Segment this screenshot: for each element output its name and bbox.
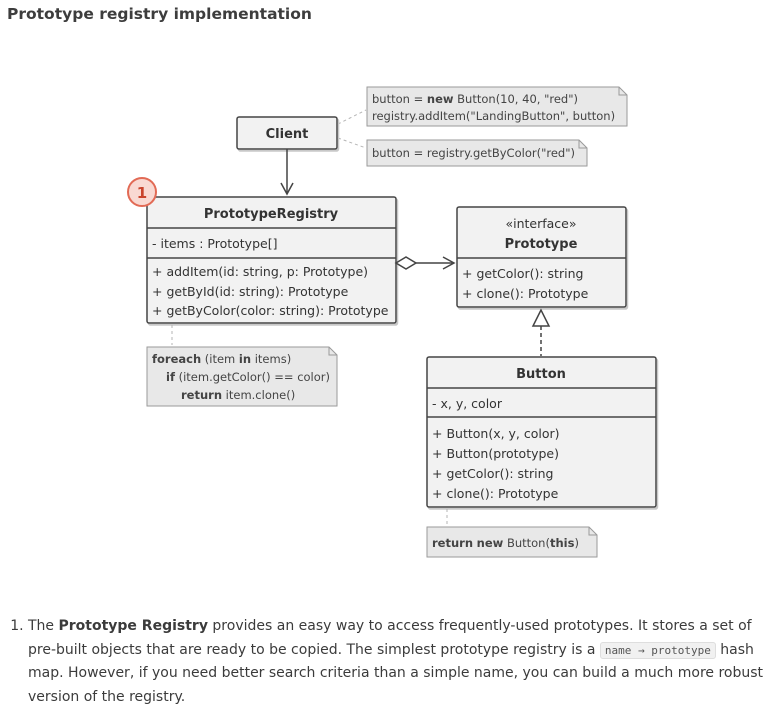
step-badge-number: 1 <box>137 184 147 202</box>
svg-text:return new Button(this): return new Button(this) <box>432 536 579 550</box>
explanation-term: Prototype Registry <box>58 618 208 634</box>
explanation-text: provides an easy way to access frequentl… <box>28 618 752 658</box>
registry-field: - items : Prototype[] <box>152 236 277 251</box>
button-method: + getColor(): string <box>432 466 553 481</box>
prototype-method: + getColor(): string <box>462 266 583 281</box>
svg-text:foreach (item in items): foreach (item in items) <box>152 352 291 366</box>
page-title: Prototype registry implementation <box>7 5 312 23</box>
uml-diagram: Client button = new Button(10, 40, "red"… <box>127 86 657 558</box>
registry-note-line2-post: (item.getColor() == color) <box>175 370 330 384</box>
registry-note-kw-return: return <box>181 388 222 402</box>
aggregation-arrow <box>394 256 456 270</box>
svg-text:if (item.getColor() == color): if (item.getColor() == color) <box>166 370 330 384</box>
client-label: Client <box>266 127 309 142</box>
registry-method: + getById(id: string): Prototype <box>152 284 349 299</box>
registry-note-kw-if: if <box>166 370 176 384</box>
prototype-interface[interactable]: «interface» Prototype + getColor(): stri… <box>456 206 627 308</box>
client-registry-arrow <box>280 149 294 196</box>
client-note-connectors <box>337 109 367 149</box>
svg-text:button = new Button(10, 40, "r: button = new Button(10, 40, "red") <box>372 92 578 106</box>
realization-arrow <box>531 308 551 356</box>
button-note: return new Button(this) <box>426 526 598 558</box>
button-method: + clone(): Prototype <box>432 486 559 501</box>
prototype-stereotype: «interface» <box>505 216 576 231</box>
client-class[interactable]: Client <box>236 116 338 150</box>
prototype-method: + clone(): Prototype <box>462 286 589 301</box>
button-note-mid: Button( <box>503 536 550 550</box>
button-note-kw-return: return <box>432 536 473 550</box>
registry-note-kw-in: in <box>239 352 251 366</box>
explanation: The Prototype Registry provides an easy … <box>9 615 781 709</box>
explanation-item: The Prototype Registry provides an easy … <box>28 615 781 709</box>
registry-title: PrototypeRegistry <box>204 207 339 222</box>
registry-note-line3-post: item.clone() <box>222 388 295 402</box>
svg-text:return item.clone(): return item.clone() <box>181 388 295 402</box>
prototype-title: Prototype <box>505 237 578 252</box>
registry-method: + addItem(id: string, p: Prototype) <box>152 264 368 279</box>
explanation-list: The Prototype Registry provides an easy … <box>9 615 781 709</box>
button-class[interactable]: Button - x, y, color + Button(x, y, colo… <box>426 356 657 508</box>
step-badge: 1 <box>127 177 157 207</box>
registry-note-kw-foreach: foreach <box>152 352 201 366</box>
inline-code: name → prototype <box>599 641 716 659</box>
button-note-kw-new: new <box>477 536 504 550</box>
button-note-kw-this: this <box>550 536 575 550</box>
button-title: Button <box>516 367 566 382</box>
note-add-line1-keyword: new <box>427 92 454 106</box>
button-method: + Button(x, y, color) <box>432 426 560 441</box>
client-note-add: button = new Button(10, 40, "red") regis… <box>366 86 628 127</box>
registry-note: foreach (item in items) if (item.getColo… <box>146 346 338 407</box>
button-field: - x, y, color <box>432 396 503 411</box>
explanation-text: hash map. However, if you need better se… <box>28 641 764 705</box>
button-note-post: ) <box>574 536 579 550</box>
button-method: + Button(prototype) <box>432 446 559 461</box>
registry-note-line1-mid: (item <box>201 352 239 366</box>
note-get-line: button = registry.getByColor("red") <box>372 146 575 160</box>
registry-note-line1-post: items) <box>251 352 291 366</box>
registry-method: + getByColor(color: string): Prototype <box>152 303 389 318</box>
prototype-registry-class[interactable]: PrototypeRegistry - items : Prototype[] … <box>146 196 397 324</box>
note-add-line1-pre: button = <box>372 92 427 106</box>
note-add-line2: registry.addItem("LandingButton", button… <box>372 109 615 123</box>
client-note-get: button = registry.getByColor("red") <box>366 139 588 167</box>
note-add-line1-post: Button(10, 40, "red") <box>454 92 578 106</box>
explanation-prefix: The <box>28 618 59 634</box>
